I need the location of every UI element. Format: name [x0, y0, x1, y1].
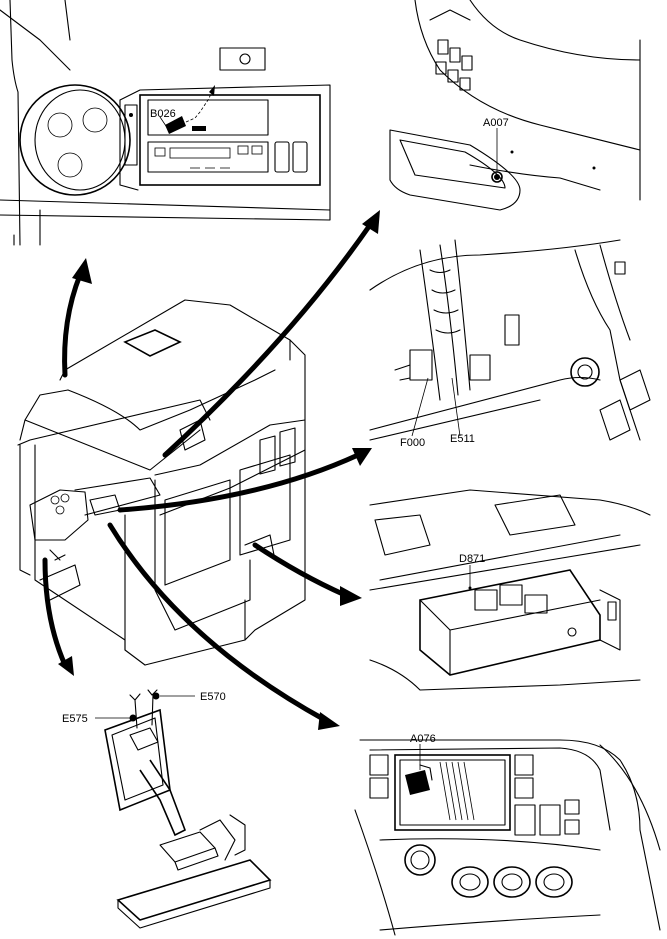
label-e570: E570 [200, 691, 226, 703]
panel-door-pillar: A007 [389, 0, 641, 211]
panel-harness: F000 E511 [369, 239, 651, 449]
d871-relay-box [419, 569, 601, 676]
arrowhead-door [362, 210, 380, 234]
arrowhead-relay [340, 586, 362, 606]
arrow-to-radio-panel [62, 272, 83, 378]
arrow-to-door-pillar [162, 222, 373, 458]
gauge-cluster [19, 84, 131, 196]
arrow-to-switch-panel [107, 522, 328, 723]
arrowhead-pedal [58, 656, 74, 676]
label-d871: D871 [459, 553, 485, 565]
panel-radio: B026 [0, 0, 331, 246]
arrow-to-pedal [42, 557, 68, 668]
b026-connector [165, 116, 186, 134]
a076-connector [405, 770, 430, 795]
label-a076: A076 [410, 733, 436, 745]
arrow-to-relay-box [252, 542, 348, 598]
label-e575: E575 [62, 713, 88, 725]
switch-recess [394, 754, 511, 831]
label-a007: A007 [483, 117, 509, 129]
arrowhead-switch [318, 712, 340, 730]
radio-housing [139, 94, 321, 186]
truck-cab [17, 299, 306, 666]
panel-dash-switches: A076 [354, 733, 661, 936]
label-f000: F000 [400, 437, 425, 449]
label-e511: E511 [450, 433, 475, 445]
panel-relay-box: D871 [369, 489, 651, 691]
label-b026: B026 [150, 108, 176, 120]
roof-hatch [123, 329, 182, 357]
arrowhead-harness [352, 448, 372, 466]
callout-arrows [42, 210, 380, 730]
arrow-to-harness [117, 452, 361, 513]
panel-pedal-assembly: E575 E570 [62, 689, 272, 929]
arrowhead-radio [72, 258, 92, 284]
